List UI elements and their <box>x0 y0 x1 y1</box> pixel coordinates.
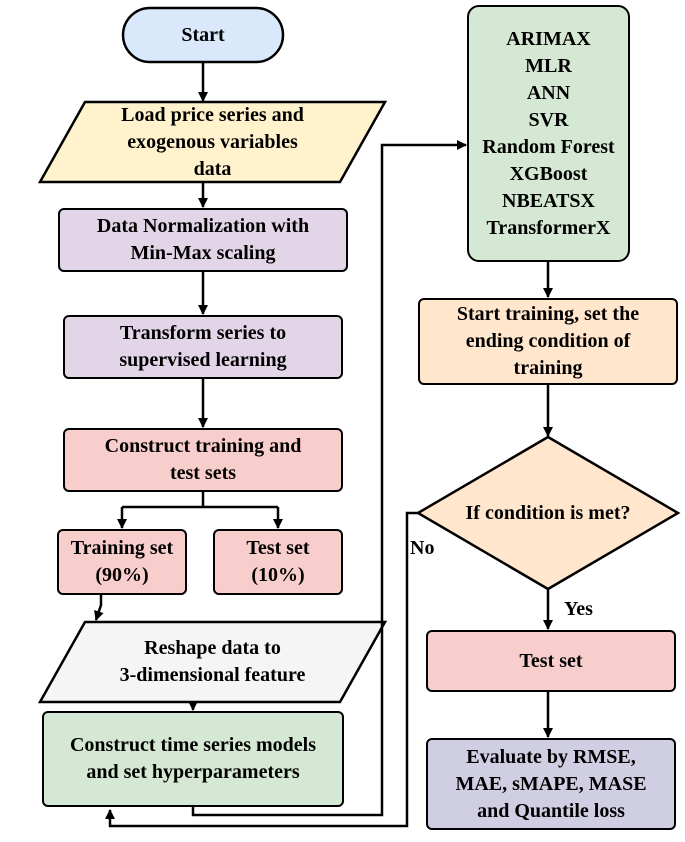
node-text-line: test sets <box>169 462 237 484</box>
test-set-eval-node: Test set <box>426 630 676 692</box>
training-set-node: Training set (90%) <box>57 529 187 595</box>
node-text-line: Test set <box>519 649 583 672</box>
construct-sets-node: Construct training and test sets <box>63 428 343 492</box>
node-text-line: If condition is met? <box>465 501 631 524</box>
node-text-line: data <box>193 157 232 180</box>
node-text-line: and set hyperparameters <box>86 761 300 783</box>
node-text-line: TransformerX <box>486 216 611 239</box>
node-text-line: Construct training and <box>104 435 302 457</box>
node-text-line: Reshape data to <box>144 637 281 659</box>
node-text-line: Data Normalization with <box>96 215 310 237</box>
edge-training-to-reshape <box>94 595 104 621</box>
transform-node: Transform series to supervised learning <box>63 315 343 379</box>
no-edge-label: No <box>410 537 435 559</box>
node-text-line: Construct time series models <box>69 734 317 756</box>
node-text-line: supervised learning <box>119 349 287 371</box>
node-text-line: Min-Max scaling <box>130 242 276 264</box>
test-set-split-node: Test set (10%) <box>213 529 343 595</box>
node-text-line: Transform series to <box>119 322 287 344</box>
node-text-line: MLR <box>525 54 572 77</box>
node-text-line: SVR <box>528 108 569 131</box>
node-text-line: Load price series and <box>121 103 304 126</box>
node-text-line: Start training, set the <box>456 303 640 325</box>
node-text-line: and Quantile loss <box>477 799 625 822</box>
load-data-input-shape <box>37 100 388 184</box>
node-text-line: ARIMAX <box>506 27 591 50</box>
reshape-node: Reshape data to 3-dimensional feature <box>40 622 385 702</box>
decision-node: If condition is met? <box>418 437 678 589</box>
node-text-line: (10%) <box>251 564 305 586</box>
node-text-line: MAE, sMAPE, MASE <box>455 772 647 795</box>
evaluate-node: Evaluate by RMSE, MAE, sMAPE, MASE and Qua… <box>426 738 676 830</box>
node-text-line: XGBoost <box>509 162 588 185</box>
node-text-line: Start <box>181 23 225 46</box>
node-text-line: 3-dimensional feature <box>119 664 306 686</box>
node-text-line: ending condition of <box>465 330 631 352</box>
edge-decision-no-loop <box>105 511 418 828</box>
node-text-line: Test set <box>246 537 310 559</box>
node-text-line: training <box>513 357 583 379</box>
node-text-line: exogenous variables <box>127 130 298 153</box>
node-text-line: Training set <box>70 537 174 559</box>
node-text-line: NBEATSX <box>502 189 595 212</box>
start-training-node: Start training, set the ending condition … <box>418 298 678 385</box>
edge-models-to-list <box>191 140 467 817</box>
start-node: Start <box>123 8 283 62</box>
node-text-line: Evaluate by RMSE, <box>466 745 636 768</box>
node-text-line: ANN <box>526 81 571 104</box>
yes-edge-label: Yes <box>564 598 593 620</box>
construct-models-node: Construct time series models and set hype… <box>42 711 344 807</box>
node-text-line: (90%) <box>95 564 149 586</box>
node-text-line: Random Forest <box>482 135 615 158</box>
reshape-input-shape <box>37 620 388 704</box>
load-data-node: Load price series and exogenous variables… <box>40 102 385 182</box>
